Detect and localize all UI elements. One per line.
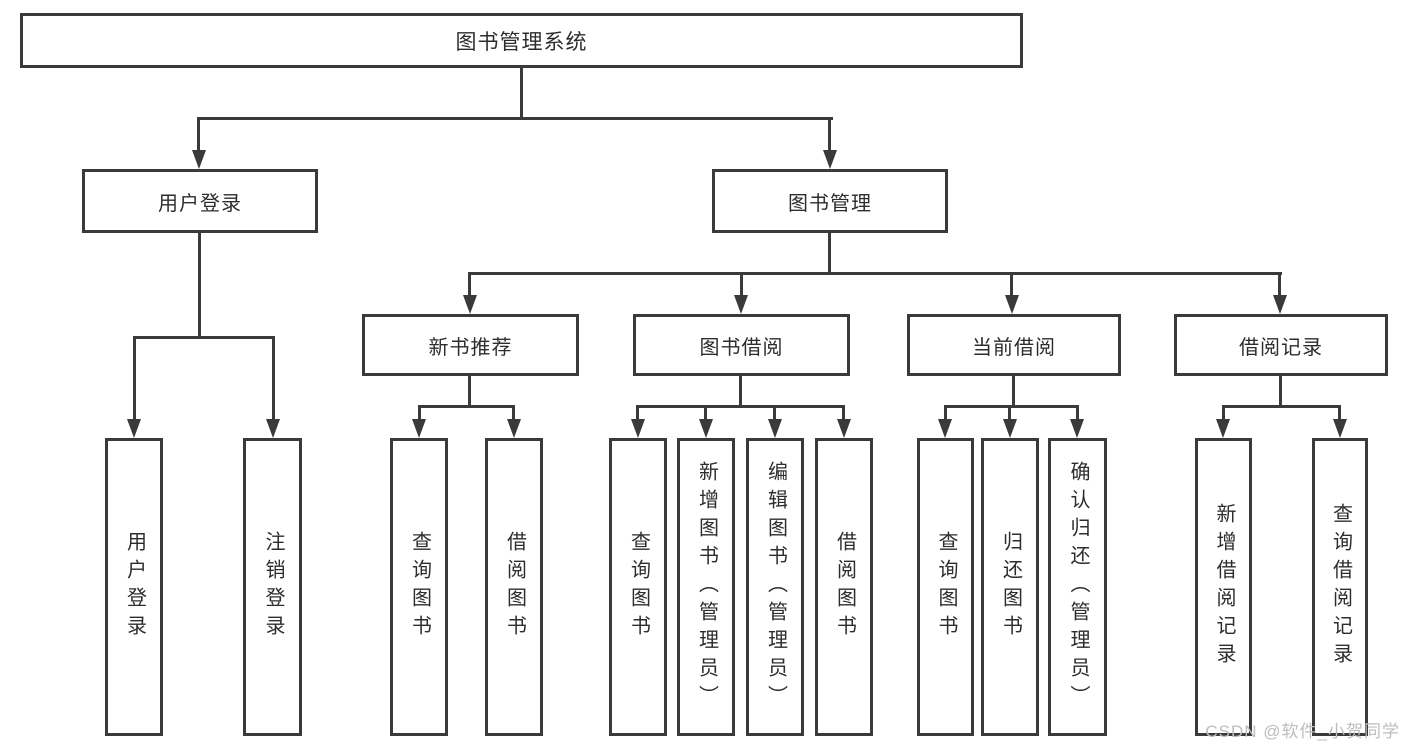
node-current-borrow-label: 当前借阅	[972, 336, 1056, 359]
connector-current-borrow-rail	[944, 405, 1079, 408]
leaf-bb-add-book-admin: 新增图书（管理员）	[677, 438, 735, 736]
leaf-nb-borrow-book: 借阅图书	[485, 438, 543, 736]
leaf-bb-edit-book-admin: 编辑图书（管理员）	[746, 438, 804, 736]
leaf-cb-return-book-label: 归还图书	[999, 531, 1022, 643]
arrow-borrow-records	[1273, 295, 1287, 314]
leaf-bb-query-book: 查询图书	[609, 438, 667, 736]
node-new-book-label: 新书推荐	[428, 336, 513, 359]
connector-borrow-records-rail	[1222, 405, 1341, 408]
leaf-user-login-label: 用户登录	[123, 531, 146, 643]
arrow-current-borrow	[1005, 295, 1019, 314]
connector-shaft-bb-leaf1	[636, 405, 639, 421]
leaf-br-query-record-label: 查询借阅记录	[1329, 503, 1352, 671]
arrow-nb-leaf1	[412, 419, 426, 438]
connector-shaft-nb-leaf2	[512, 405, 515, 421]
leaf-bb-borrow-book: 借阅图书	[815, 438, 873, 736]
connector-shaft-cb-leaf2	[1008, 405, 1011, 421]
connector-shaft-br-leaf2	[1338, 405, 1341, 421]
leaf-bb-edit-book-admin-label: 编辑图书（管理员）	[764, 461, 787, 713]
connector-shaft-user-login	[197, 117, 200, 152]
arrow-bb-leaf4	[837, 419, 851, 438]
connector-shaft-bb-leaf4	[842, 405, 845, 421]
arrow-br-leaf2	[1333, 419, 1347, 438]
node-borrow-records-label: 借阅记录	[1239, 336, 1323, 359]
node-user-login-label: 用户登录	[158, 192, 242, 215]
connector-root-trunk	[520, 68, 523, 120]
connector-shaft-cb-leaf3	[1076, 405, 1079, 421]
connector-shaft-bb-leaf3	[773, 405, 776, 421]
connector-new-book-stem	[468, 376, 471, 408]
connector-shaft-login-leaf2	[272, 336, 275, 421]
connector-shaft-new-book	[468, 272, 471, 297]
arrow-user-login	[192, 150, 206, 169]
connector-borrow-records-stem	[1279, 376, 1282, 408]
arrow-login-leaf2	[266, 419, 280, 438]
connector-rail-level3	[469, 272, 1282, 275]
arrow-login-leaf1	[127, 419, 141, 438]
connector-shaft-borrow-records	[1278, 272, 1281, 297]
node-root: 图书管理系统	[20, 13, 1023, 68]
node-book-mgmt: 图书管理	[712, 169, 948, 233]
connector-shaft-br-leaf1	[1222, 405, 1225, 421]
leaf-cb-confirm-return-admin: 确认归还（管理员）	[1048, 438, 1107, 736]
leaf-br-add-record: 新增借阅记录	[1195, 438, 1252, 736]
connector-new-book-rail	[418, 405, 515, 408]
connector-shaft-current-borrow	[1010, 272, 1013, 297]
connector-user-login-rail	[133, 336, 275, 339]
leaf-logout: 注销登录	[243, 438, 302, 736]
arrow-cb-leaf3	[1070, 419, 1084, 438]
leaf-logout-label: 注销登录	[262, 531, 284, 643]
arrow-bb-leaf2	[699, 419, 713, 438]
connector-current-borrow-stem	[1012, 376, 1015, 408]
node-root-label: 图书管理系统	[455, 30, 588, 54]
node-user-login: 用户登录	[82, 169, 318, 233]
leaf-nb-query-book: 查询图书	[390, 438, 448, 736]
arrow-new-book	[463, 295, 477, 314]
connector-book-borrow-rail	[636, 405, 844, 408]
arrow-cb-leaf1	[938, 419, 952, 438]
leaf-nb-query-book-label: 查询图书	[408, 531, 431, 643]
connector-rail-level2	[197, 117, 833, 120]
connector-shaft-login-leaf1	[133, 336, 136, 421]
node-book-borrow-label: 图书借阅	[699, 336, 784, 359]
leaf-bb-query-book-label: 查询图书	[627, 531, 650, 643]
leaf-bb-borrow-book-label: 借阅图书	[833, 531, 856, 643]
leaf-cb-return-book: 归还图书	[981, 438, 1039, 736]
leaf-br-add-record-label: 新增借阅记录	[1213, 503, 1235, 671]
node-book-borrow: 图书借阅	[633, 314, 850, 376]
connector-user-login-stem	[198, 233, 201, 339]
arrow-br-leaf1	[1216, 419, 1230, 438]
connector-shaft-cb-leaf1	[944, 405, 947, 421]
connector-shaft-bb-leaf2	[704, 405, 707, 421]
connector-shaft-book-borrow	[740, 272, 743, 297]
leaf-nb-borrow-book-label: 借阅图书	[503, 531, 526, 643]
arrow-nb-leaf2	[507, 419, 521, 438]
node-current-borrow: 当前借阅	[907, 314, 1121, 376]
connector-shaft-nb-leaf1	[418, 405, 421, 421]
node-borrow-records: 借阅记录	[1174, 314, 1388, 376]
leaf-br-query-record: 查询借阅记录	[1312, 438, 1368, 736]
connector-shaft-book-mgmt	[828, 117, 831, 152]
node-book-mgmt-label: 图书管理	[788, 192, 872, 215]
leaf-cb-confirm-return-admin-label: 确认归还（管理员）	[1067, 461, 1089, 713]
leaf-user-login: 用户登录	[105, 438, 163, 736]
arrow-book-borrow	[734, 295, 748, 314]
arrow-bb-leaf3	[768, 419, 782, 438]
connector-book-mgmt-stem	[828, 233, 831, 275]
leaf-bb-add-book-admin-label: 新增图书（管理员）	[695, 461, 718, 713]
arrow-bb-leaf1	[631, 419, 645, 438]
arrow-cb-leaf2	[1003, 419, 1017, 438]
leaf-cb-query-book: 查询图书	[917, 438, 974, 736]
connector-book-borrow-stem	[739, 376, 742, 408]
node-new-book: 新书推荐	[362, 314, 579, 376]
arrow-book-mgmt	[823, 150, 837, 169]
leaf-cb-query-book-label: 查询图书	[935, 531, 957, 643]
csdn-watermark: CSDN @软件_小贺同学	[1205, 722, 1400, 741]
